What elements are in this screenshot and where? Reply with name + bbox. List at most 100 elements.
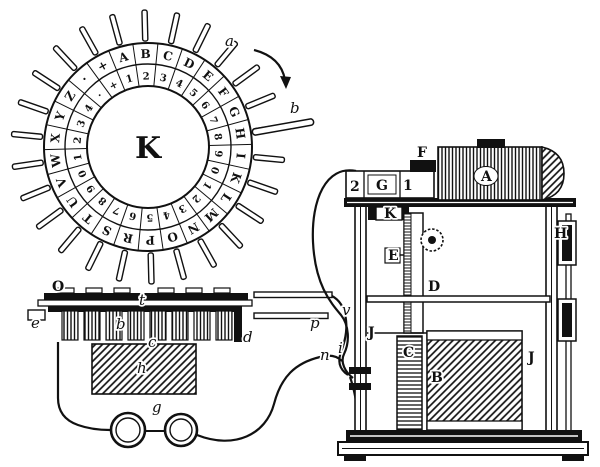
dial-inner-letter: 0: [77, 168, 90, 179]
gear-hub: [428, 236, 436, 244]
label-A: A: [480, 169, 493, 185]
dial-outer-letter: G: [226, 104, 243, 119]
dial-inner-letter: 7: [206, 115, 219, 126]
dial-inner-letter: 8: [211, 133, 223, 142]
dial-divider-line: [202, 173, 242, 194]
dial-divider: [153, 43, 159, 87]
dial-outer-letter: B: [140, 47, 151, 61]
dial-spoke-pin: [31, 69, 61, 92]
dial-inner-letter: 3: [76, 119, 89, 129]
dial-divider-line: [183, 196, 210, 232]
dial-divider: [113, 204, 129, 246]
label-K-machine: K: [384, 206, 397, 222]
dial-outer-letter: I: [233, 152, 248, 159]
label-e: e: [31, 314, 40, 332]
dial-spoke: [79, 26, 99, 56]
dial-divider: [170, 203, 188, 244]
receiver-left-bracket: [27, 309, 46, 321]
coil-segment: [193, 310, 211, 341]
label-n: n: [320, 346, 330, 364]
contact-tab: [157, 287, 175, 294]
dial-divider: [167, 48, 183, 90]
dial-inner-letter: 7: [111, 203, 122, 216]
wire-rings-to-frame: [196, 354, 343, 442]
dial-inner-letter: 6: [128, 209, 137, 221]
dial-divider-line: [54, 100, 94, 121]
dial-spoke-pin: [57, 226, 82, 254]
handle-pin-shape: [251, 118, 315, 136]
k-flank-left: [368, 207, 376, 220]
top-box-inner: [367, 174, 397, 195]
rotation-arrow-head: [280, 76, 291, 89]
contact-tab: [113, 287, 131, 294]
dial-spoke-pin: [214, 40, 239, 68]
label-c: c: [148, 333, 157, 351]
label-2: 2: [350, 179, 360, 195]
dial-inner-letter: 1: [200, 179, 213, 191]
coil-segment: [127, 310, 145, 341]
dial-spoke: [85, 240, 104, 272]
dial-spoke: [31, 69, 61, 92]
dial-spoke: [192, 22, 211, 54]
dial-divider: [44, 148, 88, 151]
dial-inner-rim: [86, 85, 210, 209]
ring-right-inner: [169, 418, 193, 442]
motor-label-oval: [473, 166, 499, 186]
label-a: a: [225, 32, 234, 50]
dial-outer-letter: R: [121, 230, 135, 246]
coil-segment: [61, 310, 79, 341]
dial-divider-line: [86, 62, 113, 98]
base-foot-left: [344, 455, 366, 461]
dial-spoke-pin: [192, 22, 211, 54]
dial-spoke-pin: [35, 207, 64, 230]
rack-teeth: [403, 212, 412, 334]
dial-divider-line: [71, 188, 104, 219]
dial-spoke: [235, 202, 265, 225]
label-J-right: J: [526, 350, 535, 366]
dial-divider: [68, 79, 102, 109]
dial-inner-letter: 0: [208, 165, 221, 175]
dial-divider-line: [90, 197, 116, 235]
dial-spoke-pin: [20, 184, 51, 202]
h-bracket-top-core: [562, 225, 572, 261]
dial-divider-line: [46, 124, 89, 135]
dial-spoke-pin: [79, 26, 99, 56]
dial-spoke: [232, 64, 261, 87]
dial-center-label: K: [135, 131, 162, 166]
dial-divider-line: [108, 50, 126, 91]
b-coil-bottom-plate: [426, 420, 523, 431]
dial-spoke: [52, 45, 78, 72]
dial-inner-letter: 9: [212, 150, 224, 158]
dial-inner-letter: 1: [125, 73, 135, 85]
dial-outer-letter: P: [146, 233, 155, 247]
dial-spoke-pin: [167, 12, 181, 45]
dial-divider: [208, 143, 252, 146]
dial-spoke-pin: [10, 130, 44, 141]
dial-divider: [183, 196, 210, 232]
dial-outer-letter: K: [227, 171, 244, 186]
receiver-right-bracket: [234, 308, 242, 342]
label-O: O: [52, 279, 64, 295]
label-t: t: [139, 291, 146, 309]
dial-divider: [90, 197, 116, 235]
c-column: [396, 335, 423, 431]
label-1: 1: [403, 178, 413, 194]
dial-spoke: [17, 99, 49, 115]
dial-spoke: [57, 226, 82, 254]
receiver-wire-left: [56, 342, 111, 432]
dial-divider-line: [68, 79, 102, 109]
dial-spoke: [173, 248, 187, 281]
contact-tab: [85, 287, 103, 294]
dial-divider-line: [180, 59, 206, 97]
dial-spoke-pin: [147, 252, 155, 285]
dial-spoke-pin: [197, 238, 217, 268]
dial-divider-line: [201, 95, 240, 118]
wire-top-loop: [311, 169, 357, 379]
b-coil: [426, 330, 523, 431]
label-b-pin: b: [290, 99, 300, 117]
dial-spoke-pin: [11, 159, 44, 170]
dial-spoke: [214, 40, 239, 68]
main-apparatus: [337, 139, 589, 461]
